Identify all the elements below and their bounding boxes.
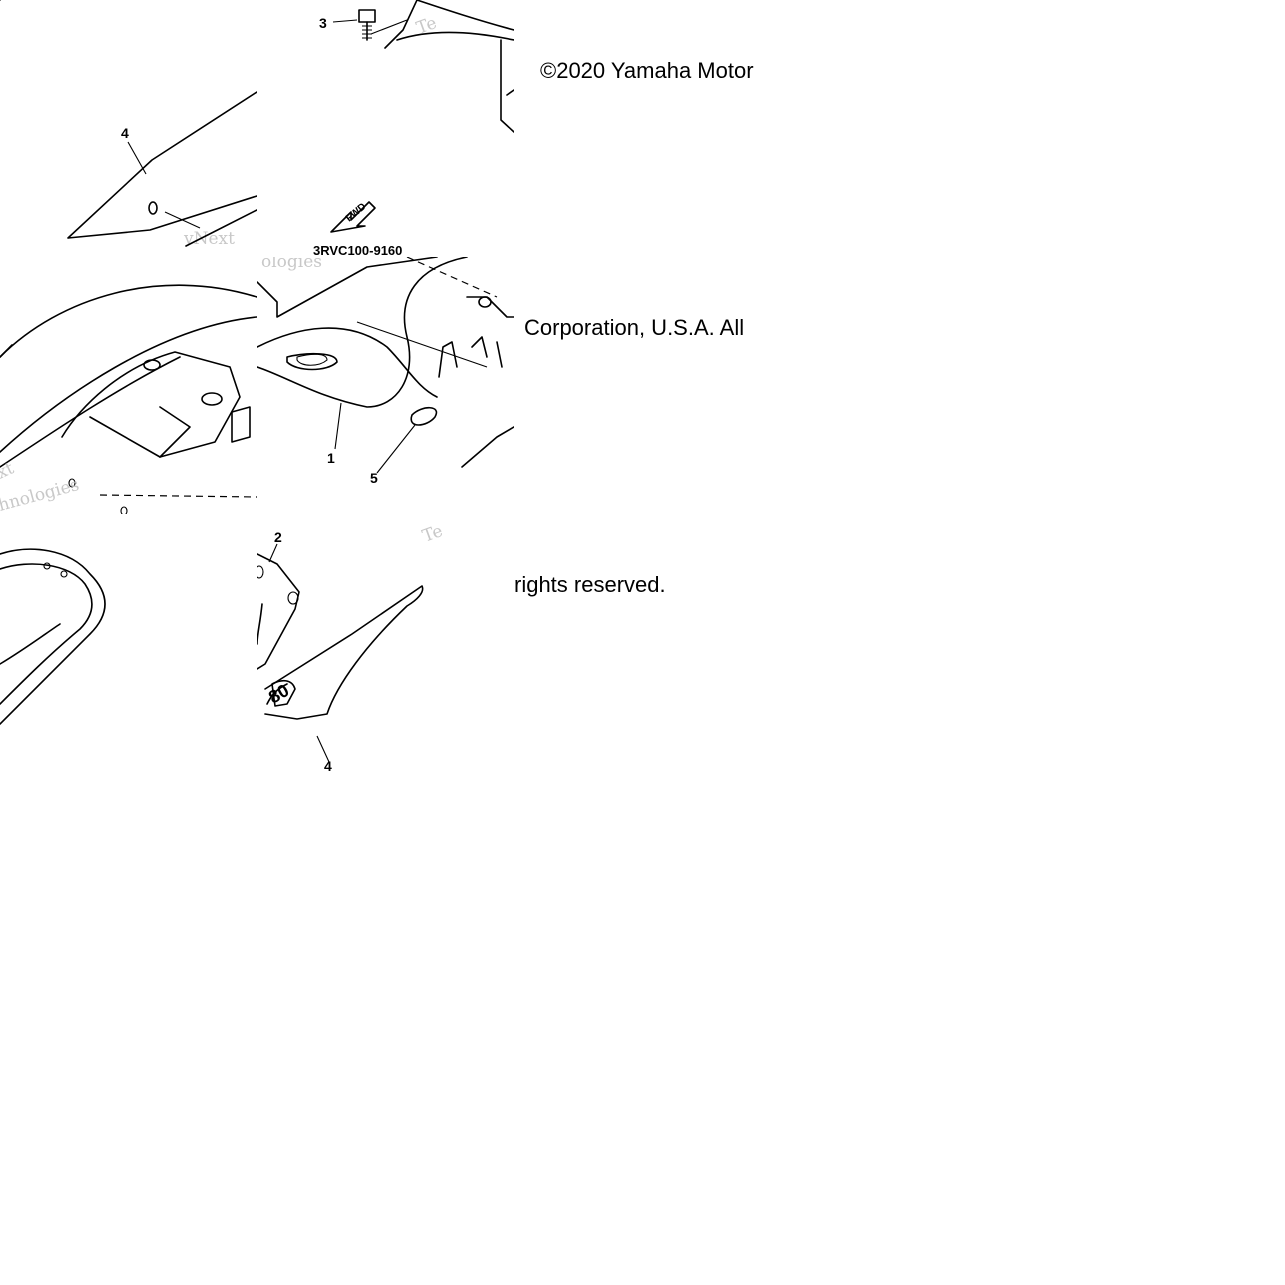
part-code: 3RVC100-9160 — [313, 243, 402, 257]
watermark-text: xt — [0, 458, 17, 483]
diagram-tile-bolt: 3 Te FWD 3RVC100-9160 — [257, 0, 514, 257]
copyright-tile-2: Corporation, U.S.A. All — [514, 257, 771, 514]
side-cover-drawing: 4 vNext — [0, 0, 257, 249]
copyright-tile-1: ©2020 Yamaha Motor — [514, 0, 771, 257]
callout-2: 2 — [274, 529, 282, 545]
watermark-text: Te — [420, 521, 446, 547]
watermark-text: vNext — [183, 229, 235, 249]
watermark-text: hnologies — [0, 475, 81, 514]
copyright-line-2: Corporation, U.S.A. All — [524, 315, 745, 340]
copyright-line-1: ©2020 Yamaha Motor — [540, 58, 754, 83]
fwd-label: FWD — [344, 201, 369, 224]
copyright-line-3: rights reserved. — [514, 572, 666, 597]
callout-4-lower: 4 — [324, 758, 332, 771]
bolt-drawing: 3 Te FWD 3RVC100-9160 — [313, 0, 514, 257]
diagram-tile-fender-left: xt hnologies — [0, 257, 257, 514]
forward-arrow-icon: FWD — [330, 201, 376, 233]
diagram-tile-fender-center: 1 5 ologies — [257, 257, 514, 514]
callout-5: 5 — [370, 470, 378, 486]
callout-1: 1 — [327, 450, 335, 466]
callout-3: 3 — [319, 15, 327, 31]
seat-drawing — [0, 548, 106, 725]
diagram-tile-seat — [0, 514, 257, 771]
watermark-text: ologies — [261, 257, 322, 272]
side-cover-lower-drawing: 2 80 4 Te — [257, 521, 446, 771]
diagram-tile-side-cover-top: 4 vNext — [0, 0, 257, 257]
diagram-tile-side-cover-bottom: 2 80 4 Te — [257, 514, 514, 771]
fender-left-drawing: xt hnologies — [0, 284, 257, 514]
fender-center-drawing: 1 5 ologies — [257, 257, 514, 486]
callout-4-upper: 4 — [121, 125, 129, 141]
copyright-tile-3: rights reserved. — [514, 514, 771, 771]
